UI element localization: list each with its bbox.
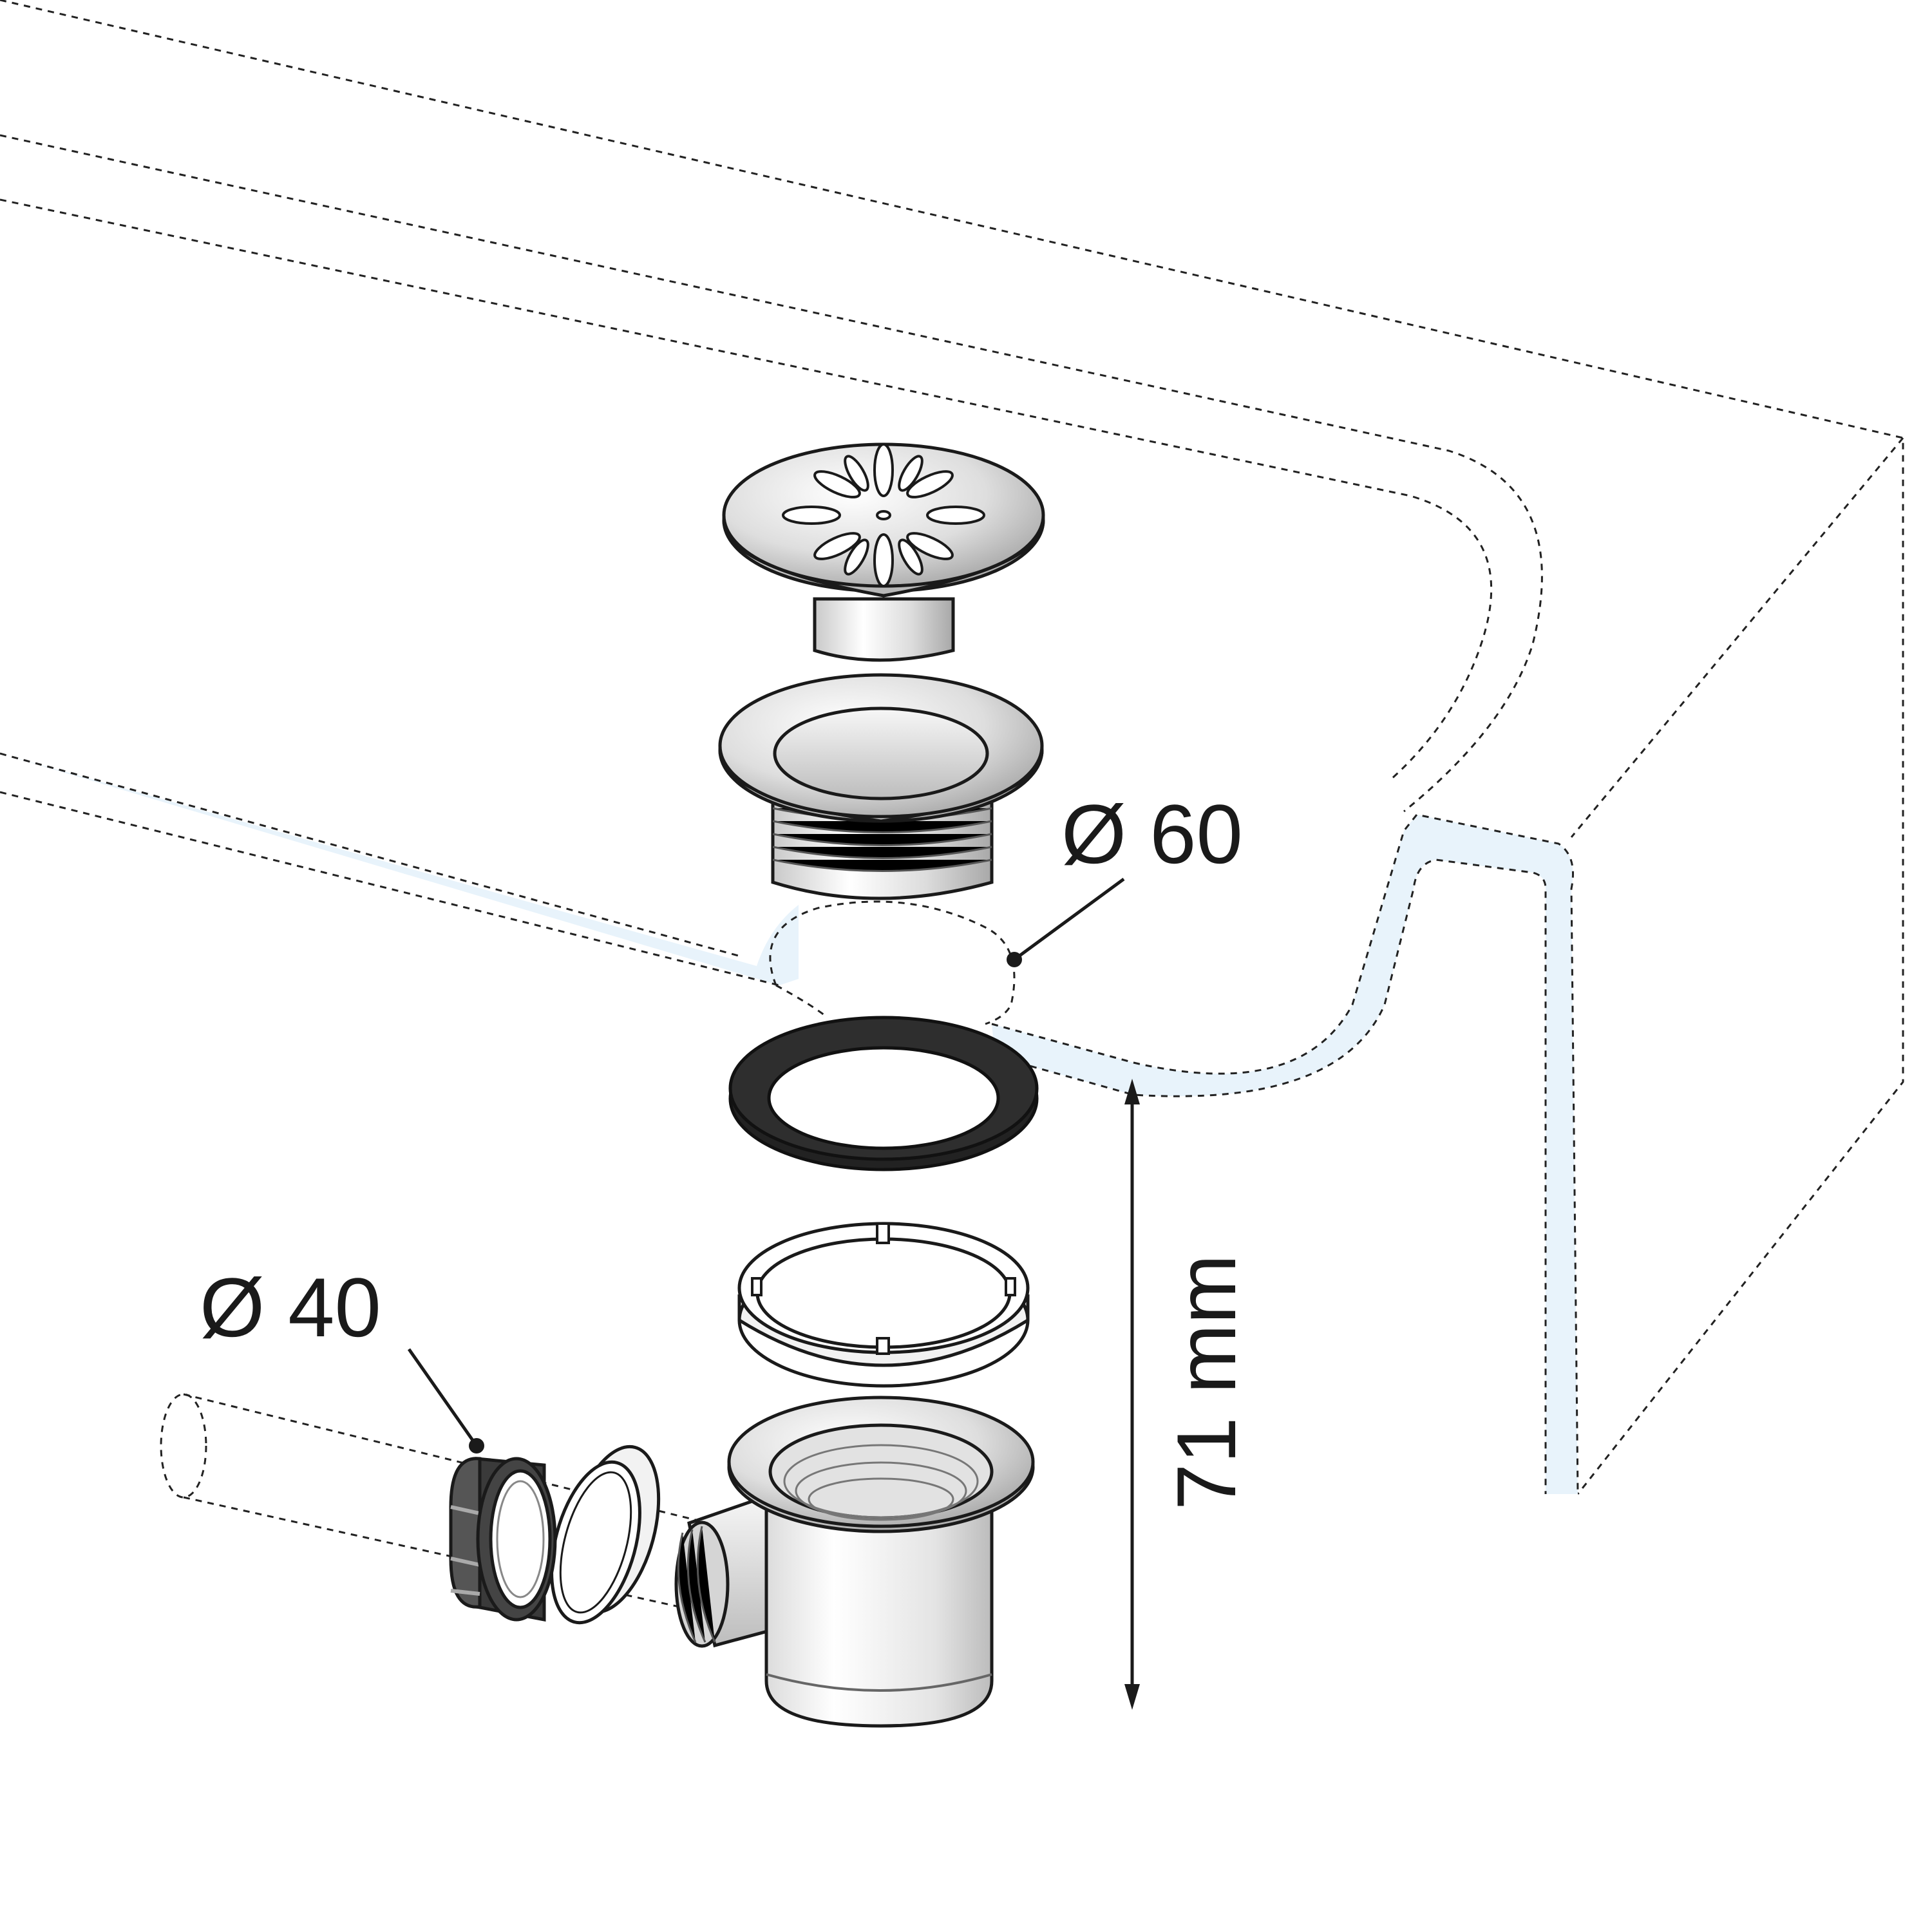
shower-tray-outline — [0, 0, 1904, 1495]
strainer-grate-icon — [722, 442, 1045, 662]
outlet-hole-outline — [769, 900, 1016, 1025]
pipe-outline-icon — [160, 1393, 709, 1615]
outlet-diameter-label: Ø 60 — [1061, 787, 1243, 881]
height-label: 71 mm — [1159, 1255, 1253, 1510]
pipe-diameter-label: Ø 40 — [200, 1260, 381, 1354]
trap-body-icon — [674, 1396, 1035, 1728]
outlet-diameter-callout: Ø 60 — [1007, 787, 1243, 967]
pipe-seal-icon — [550, 1444, 661, 1625]
pipe-diameter-callout: Ø 40 — [200, 1260, 484, 1454]
clamp-ring-icon — [737, 1222, 1030, 1388]
threaded-flange-icon — [718, 673, 1044, 900]
height-dimension: 71 mm — [1124, 1079, 1253, 1710]
pipe-nut-icon — [449, 1457, 557, 1622]
rubber-gasket-icon — [728, 1016, 1039, 1171]
